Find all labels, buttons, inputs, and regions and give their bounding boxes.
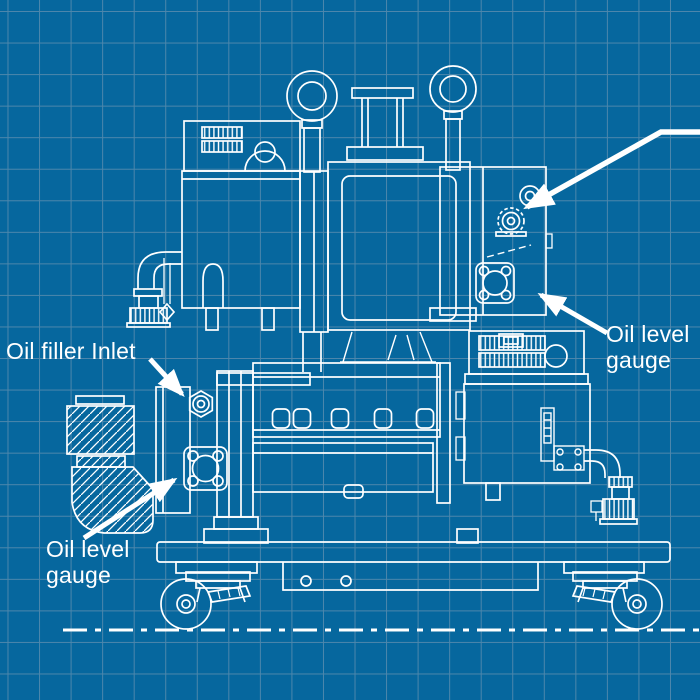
eyebolt-left-icon xyxy=(286,70,338,173)
gearbox-end xyxy=(429,166,553,322)
blower-unit xyxy=(126,65,553,372)
label-oil-filler-inlet: Oil filler Inlet xyxy=(6,338,136,364)
left-pipe-and-hose-connector xyxy=(126,251,182,328)
blower-support-struts xyxy=(340,331,436,363)
pump-unit xyxy=(66,330,638,544)
caster-right xyxy=(571,571,663,630)
label-oil-level-gauge-upper-line1: Oil level xyxy=(606,321,690,347)
label-oil-level-gauge-lower-line1: Oil level xyxy=(46,536,130,562)
base-frame xyxy=(156,541,671,591)
leader-arrow-oil-filler-inlet xyxy=(148,357,185,397)
caster-left xyxy=(160,571,252,630)
eyebolt-right-icon xyxy=(429,65,477,171)
blower-left-housing xyxy=(181,170,301,331)
inlet-stack xyxy=(346,87,424,161)
terminal-box-left xyxy=(183,120,301,172)
label-oil-level-gauge-upper-line2: gauge xyxy=(606,347,671,373)
pump-pedestal xyxy=(203,516,269,544)
blower-center-body xyxy=(327,161,471,331)
oil-filler-inlet-fitting xyxy=(188,390,214,418)
inlet-elbow-section xyxy=(66,395,154,534)
right-elbow-hose-connector xyxy=(584,449,638,525)
leader-arrows xyxy=(82,129,700,541)
oil-level-gauge-lower-flange xyxy=(183,446,228,491)
oil-filler-plug-upper xyxy=(495,207,527,237)
motor-right xyxy=(455,330,638,544)
oil-level-gauge-upper-flange xyxy=(475,262,515,304)
leader-arrow-top-right xyxy=(523,129,700,210)
label-oil-filler-inlet-text: Oil filler Inlet xyxy=(6,338,136,364)
label-oil-level-gauge-upper: Oil level gauge xyxy=(606,321,690,373)
leader-arrow-oil-level-gauge-lower xyxy=(82,477,178,541)
label-oil-level-gauge-lower: Oil level gauge xyxy=(46,536,130,588)
blower-column xyxy=(299,170,329,372)
leader-arrow-oil-level-gauge-upper xyxy=(537,292,609,336)
drain-valve-block xyxy=(553,445,585,471)
label-oil-level-gauge-lower-line2: gauge xyxy=(46,562,111,588)
sight-glass xyxy=(540,407,555,462)
pump-body xyxy=(252,362,451,504)
